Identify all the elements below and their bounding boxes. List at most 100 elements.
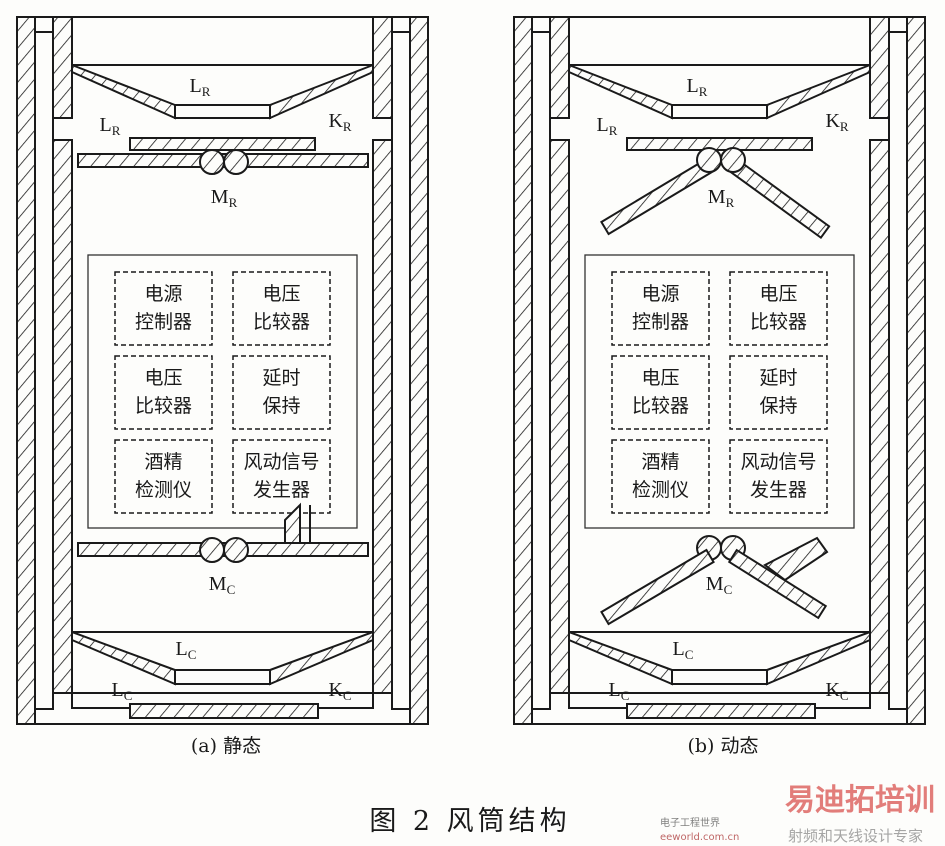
air-channel-left [531, 31, 551, 710]
label-bottom-motor-main: M [209, 573, 227, 595]
label-bottom-left-subscript: C [621, 688, 630, 703]
label-top-right-main: K [825, 110, 840, 132]
top-damper-flap-right [727, 157, 831, 240]
module-label-line: 电源 [641, 283, 679, 305]
label-top-left-subscript: R [609, 123, 618, 138]
module-outline [114, 271, 213, 346]
motor-coil-right [223, 537, 249, 563]
module-label-line: 电压 [759, 283, 797, 305]
module-label-line: 发生器 [253, 479, 310, 501]
label-bottom-cone-subscript: C [188, 647, 197, 662]
module-outline [729, 271, 828, 346]
label-bottom-right-main: K [825, 679, 840, 701]
label-bottom-motor: MC [209, 573, 235, 597]
air-channel-right [391, 31, 411, 710]
inner-wall-left-top [549, 16, 570, 119]
watermark: 易迪拓培训 射频和天线设计专家 电子工程世界 eeworld.com.cn [660, 783, 935, 845]
label-bottom-right: KC [328, 679, 351, 703]
top-cone-right-slope [766, 63, 871, 120]
caption-a: (a) 静态 [191, 735, 261, 757]
label-top-left-main: L [597, 114, 609, 136]
bottom-base-bar [626, 703, 816, 719]
label-bottom-left-main: L [112, 679, 124, 701]
top-damper-flap-left [600, 157, 715, 236]
label-bottom-right-subscript: C [840, 688, 849, 703]
motor-coil-right [223, 149, 249, 175]
label-bottom-cone: LC [176, 638, 197, 662]
label-top-motor-subscript: R [726, 195, 735, 210]
label-bottom-motor: MC [706, 573, 732, 597]
label-top-motor-subscript: R [229, 195, 238, 210]
label-bottom-cone: LC [673, 638, 694, 662]
label-top-right: KR [825, 110, 848, 134]
air-channel-left [34, 31, 54, 710]
label-bottom-cone-main: L [673, 638, 685, 660]
control-box [584, 254, 855, 529]
module-label-line: 比较器 [135, 395, 192, 417]
caption-b: (b) 动态 [687, 735, 758, 757]
watermark-main: 易迪拓培训 [785, 783, 935, 818]
label-bottom-left-main: L [609, 679, 621, 701]
label-bottom-motor-main: M [706, 573, 724, 595]
inner-wall-right [372, 139, 393, 694]
label-top-cone: LR [190, 75, 211, 99]
inner-wall-left-top [52, 16, 73, 119]
label-top-motor: MR [708, 186, 735, 210]
label-top-cone: LR [687, 75, 708, 99]
outer-wall-left [513, 16, 533, 725]
module-label-line: 保持 [262, 395, 300, 417]
top-cone-right-slope [269, 63, 374, 120]
module-label-line: 控制器 [135, 311, 192, 333]
top-motor [696, 147, 746, 173]
module-label-line: 电压 [144, 367, 182, 389]
label-bottom-cone-main: L [176, 638, 188, 660]
top-damper-fixed-plate [129, 137, 316, 151]
label-top-cone-main: L [687, 75, 699, 97]
bottom-cone-left-slope [71, 630, 176, 686]
outer-wall-right [409, 16, 429, 725]
label-top-cone-subscript: R [202, 84, 211, 99]
bottom-base-bar [129, 703, 319, 719]
label-top-motor-main: M [708, 186, 726, 208]
module-label-line: 电压 [262, 283, 300, 305]
label-bottom-right-subscript: C [343, 688, 352, 703]
module-label-line: 比较器 [632, 395, 689, 417]
module-label-line: 控制器 [632, 311, 689, 333]
label-bottom-right-main: K [328, 679, 343, 701]
label-top-right-subscript: R [840, 119, 849, 134]
label-top-left-subscript: R [112, 123, 121, 138]
module-outline [729, 355, 828, 430]
top-cone-left-slope [568, 63, 673, 120]
outer-wall-left [16, 16, 36, 725]
air-channel-right [888, 31, 908, 710]
label-bottom-right: KC [825, 679, 848, 703]
inner-wall-left [549, 139, 570, 694]
module-outline [232, 439, 331, 514]
top-cone-center-plate [174, 104, 271, 119]
label-top-motor-main: M [211, 186, 229, 208]
bottom-cone-center-plate [671, 669, 768, 685]
module-label-line: 检测仪 [632, 479, 689, 501]
bottom-cone-left-slope [568, 630, 673, 686]
control-box [87, 254, 358, 529]
module-label-line: 延时 [759, 367, 797, 389]
label-top-right: KR [328, 110, 351, 134]
bottom-cone-center-plate [174, 669, 271, 685]
label-top-left: LR [597, 114, 618, 138]
module-outline [611, 355, 710, 430]
label-bottom-left-subscript: C [124, 688, 133, 703]
inner-wall-left [52, 139, 73, 694]
top-damper-fixed-plate [626, 137, 813, 151]
inner-wall-right [869, 139, 890, 694]
motor-coil-right [720, 147, 746, 173]
module-label-line: 酒精 [144, 451, 182, 473]
watermark-site: eeworld.com.cn [660, 832, 739, 843]
